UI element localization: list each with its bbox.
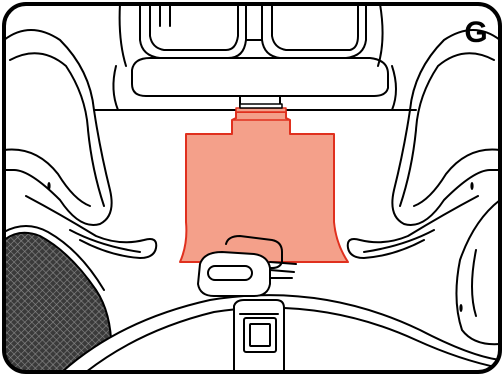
step-label: G — [464, 16, 487, 49]
crotch-strap-slot-icon — [234, 300, 284, 372]
seat-back-edge — [94, 58, 416, 110]
headrest-icon — [120, 4, 383, 66]
right-side-wing — [348, 30, 500, 344]
